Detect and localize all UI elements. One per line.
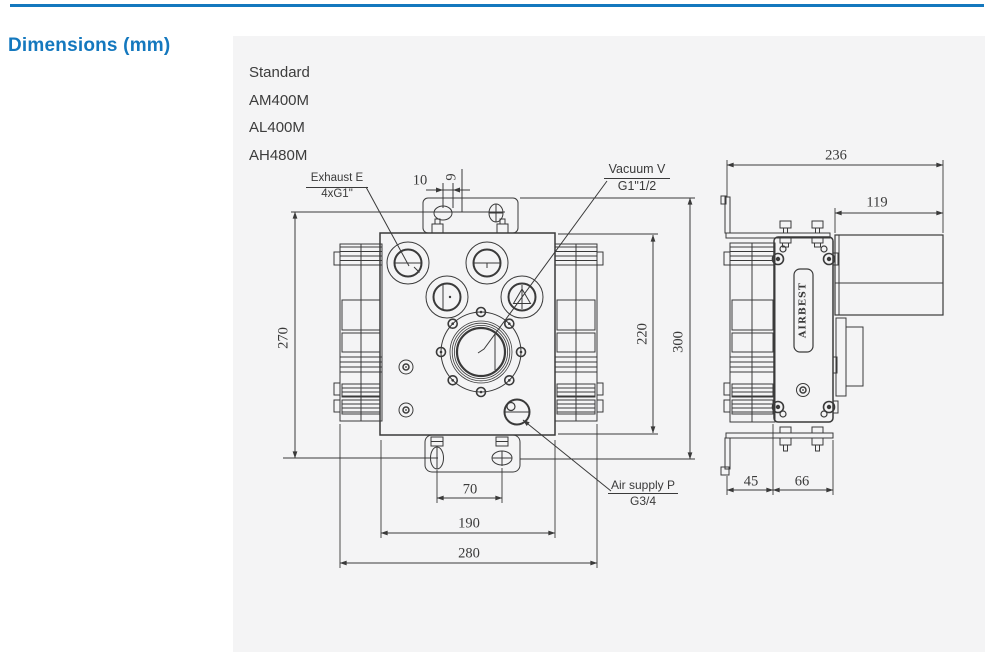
dim-slot-width: 10	[412, 172, 428, 189]
vacuum-name: Vacuum V	[604, 162, 670, 179]
exhaust-spec: 4xG1"	[321, 187, 353, 200]
page-title: Dimensions (mm)	[8, 35, 171, 56]
dim-bracket-span-height: 270	[275, 327, 292, 349]
dim-overall-height: 300	[670, 331, 687, 353]
extension-lines	[283, 160, 944, 568]
air-supply-name: Air supply P	[608, 478, 678, 495]
dimension-lines	[292, 162, 944, 566]
front-top-bracket	[422, 197, 519, 234]
dim-body-width: 190	[458, 515, 480, 532]
model-heading: Standard	[249, 64, 310, 81]
leader-lines	[365, 180, 612, 492]
exhaust-name: Exhaust E	[306, 172, 368, 188]
dim-overall-width: 280	[458, 545, 480, 562]
vacuum-port	[500, 275, 544, 319]
drawing-panel	[233, 36, 985, 652]
side-muffler	[723, 242, 776, 423]
air-supply-label: Air supply P G3/4	[608, 478, 678, 508]
side-bottom-bracket	[720, 426, 834, 476]
front-right-muffler	[554, 243, 604, 422]
exhaust-leader	[365, 186, 410, 267]
model-item: AM400M	[249, 91, 310, 109]
flange-bolts	[435, 306, 527, 398]
front-bottom-bracket	[424, 434, 521, 473]
exhaust-port-2	[465, 241, 509, 285]
side-top-bracket	[720, 195, 831, 248]
dim-silencer-depth: 119	[866, 194, 888, 211]
exhaust-label: Exhaust E 4xG1"	[306, 172, 368, 201]
air-supply-leader	[522, 419, 612, 492]
dim-slot-spacing: 70	[462, 481, 478, 498]
air-supply-spec: G3/4	[629, 494, 656, 509]
dim-body-height: 220	[634, 323, 651, 345]
brand-plate	[793, 268, 814, 353]
center-flange	[435, 306, 527, 398]
brand-label: AIRBEST	[797, 282, 809, 338]
dim-slot-height: 9	[443, 173, 460, 181]
side-view	[720, 195, 944, 476]
exhaust-port-1	[386, 241, 430, 285]
dim-overall-depth: 236	[825, 147, 847, 164]
front-view	[333, 197, 604, 473]
side-body-plate	[771, 236, 839, 423]
vacuum-leader	[477, 180, 608, 354]
side-silencer-box	[834, 234, 944, 397]
dim-bracket-offset: 45	[743, 473, 759, 490]
top-divider	[10, 4, 984, 7]
model-list: Standard AM400M AL400M AH480M	[249, 59, 310, 169]
front-left-muffler	[333, 243, 383, 422]
exhaust-port-3	[425, 275, 469, 319]
model-item: AH480M	[249, 146, 308, 164]
front-screws	[398, 359, 414, 418]
air-supply-port	[503, 398, 531, 426]
vacuum-label: Vacuum V G1"1/2	[604, 162, 670, 194]
dim-body-depth: 66	[794, 473, 810, 490]
vacuum-spec: G1"1/2	[617, 178, 657, 193]
model-item: AL400M	[249, 119, 305, 137]
